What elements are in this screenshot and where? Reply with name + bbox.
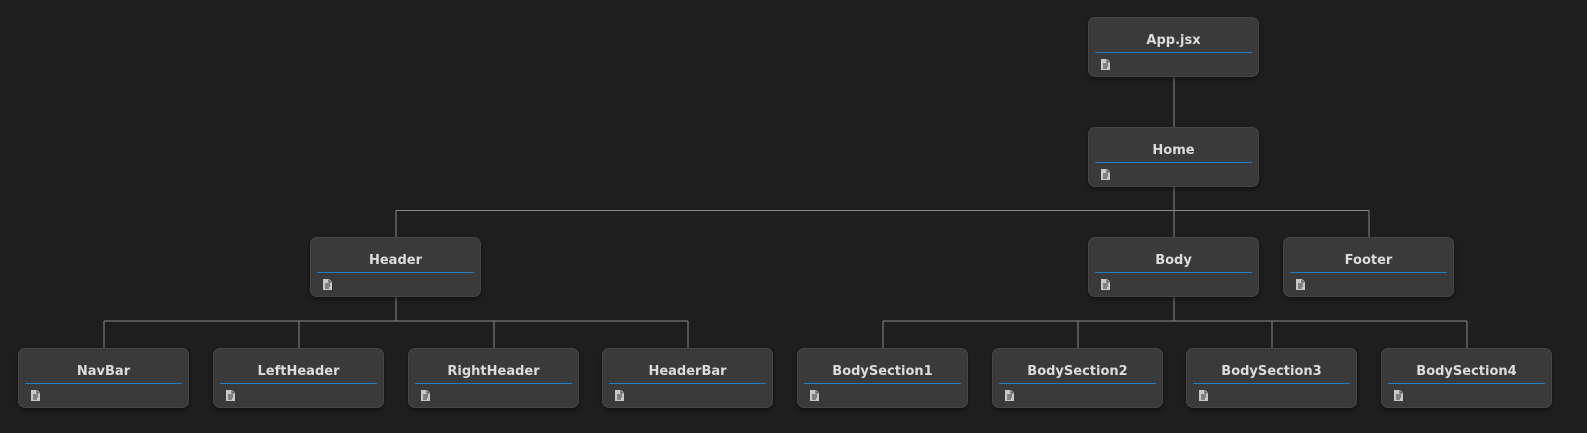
node-bodysection1[interactable]: BodySection1 — [797, 348, 968, 408]
node-title-underline — [317, 272, 474, 273]
file-icon[interactable] — [1296, 279, 1305, 290]
file-icon[interactable] — [226, 390, 235, 401]
node-title-underline — [415, 383, 572, 384]
node-title: App.jsx — [1146, 33, 1201, 48]
file-icon[interactable] — [1394, 390, 1403, 401]
node-bodysection3[interactable]: BodySection3 — [1186, 348, 1357, 408]
file-icon[interactable] — [1101, 59, 1110, 70]
node-title-underline — [804, 383, 961, 384]
node-rightheader[interactable]: RightHeader — [408, 348, 579, 408]
node-title-underline — [25, 383, 182, 384]
node-title: Home — [1152, 143, 1195, 158]
node-title-underline — [1290, 272, 1447, 273]
file-icon[interactable] — [810, 390, 819, 401]
node-footer[interactable]: Footer — [1283, 237, 1454, 297]
node-title-underline — [220, 383, 377, 384]
node-title: BodySection2 — [1027, 364, 1128, 379]
file-icon[interactable] — [31, 390, 40, 401]
node-title-underline — [609, 383, 766, 384]
node-title: LeftHeader — [257, 364, 340, 379]
node-title: BodySection3 — [1221, 364, 1322, 379]
node-body[interactable]: Body — [1088, 237, 1259, 297]
node-title: BodySection1 — [832, 364, 933, 379]
node-title: Body — [1155, 253, 1192, 268]
file-icon[interactable] — [1101, 279, 1110, 290]
node-title-underline — [999, 383, 1156, 384]
file-icon[interactable] — [1101, 169, 1110, 180]
node-navbar[interactable]: NavBar — [18, 348, 189, 408]
node-title-underline — [1095, 272, 1252, 273]
file-icon[interactable] — [323, 279, 332, 290]
node-title-underline — [1095, 162, 1252, 163]
file-icon[interactable] — [1199, 390, 1208, 401]
node-header[interactable]: Header — [310, 237, 481, 297]
node-app[interactable]: App.jsx — [1088, 17, 1259, 77]
node-bodysection4[interactable]: BodySection4 — [1381, 348, 1552, 408]
node-title: NavBar — [76, 364, 131, 379]
node-leftheader[interactable]: LeftHeader — [213, 348, 384, 408]
node-title-underline — [1388, 383, 1545, 384]
file-icon[interactable] — [1005, 390, 1014, 401]
node-home[interactable]: Home — [1088, 127, 1259, 187]
node-title: BodySection4 — [1416, 364, 1517, 379]
node-title-underline — [1095, 52, 1252, 53]
file-icon[interactable] — [615, 390, 624, 401]
node-title: RightHeader — [447, 364, 540, 379]
node-title-underline — [1193, 383, 1350, 384]
file-icon[interactable] — [421, 390, 430, 401]
node-title: Footer — [1344, 253, 1393, 268]
node-title: HeaderBar — [648, 364, 727, 379]
node-title: Header — [368, 253, 422, 268]
node-bodysection2[interactable]: BodySection2 — [992, 348, 1163, 408]
node-headerbar[interactable]: HeaderBar — [602, 348, 773, 408]
